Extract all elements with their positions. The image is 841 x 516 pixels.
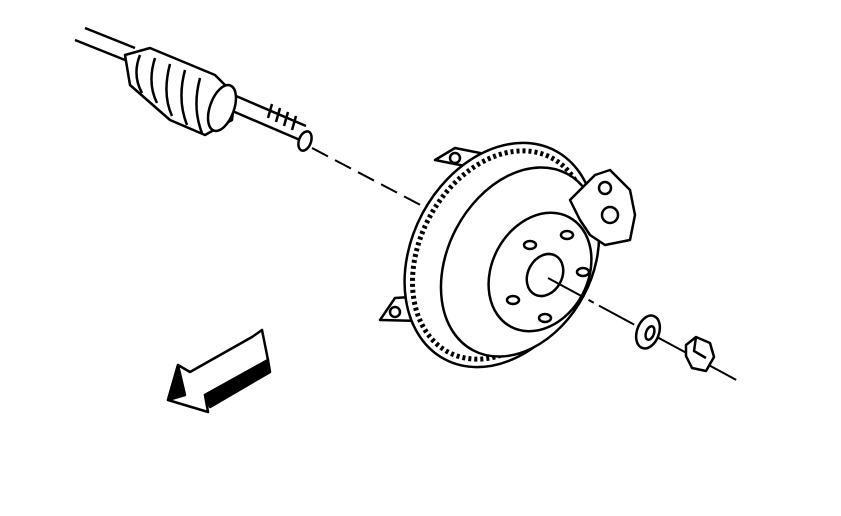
- axis-line: [311, 147, 431, 211]
- cv-joint-boot: [123, 46, 238, 137]
- washer: [634, 314, 662, 350]
- wheel-studs: [505, 229, 591, 324]
- direction-arrow: [166, 328, 272, 414]
- axle-nut: [684, 335, 716, 373]
- hub-and-rotor: [378, 141, 601, 369]
- drive-axle-shaft: [74, 26, 313, 152]
- brake-caliper: [568, 168, 637, 247]
